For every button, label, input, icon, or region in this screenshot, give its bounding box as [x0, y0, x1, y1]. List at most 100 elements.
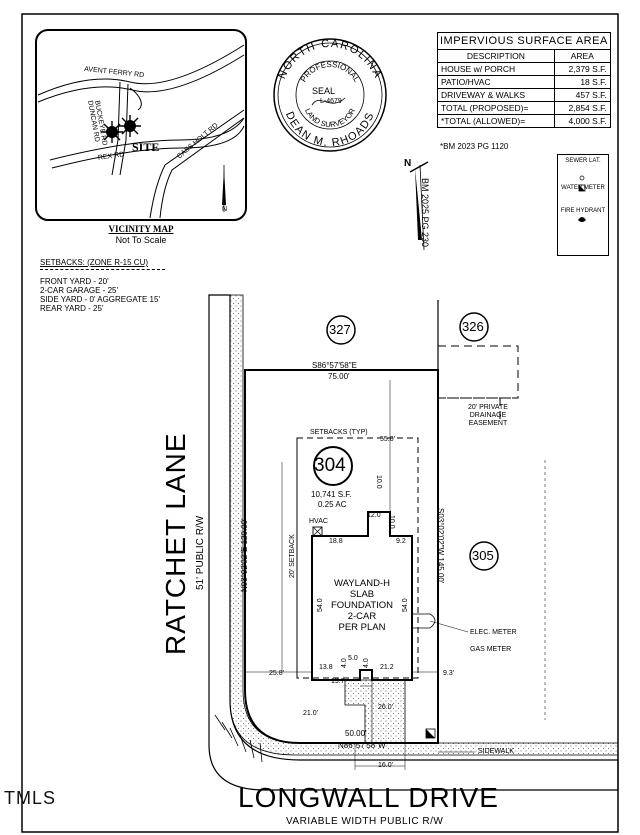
bm-reference: BM 2025 PG 230	[420, 178, 430, 248]
north-label: N	[404, 158, 412, 169]
table-row: DRIVEWAY & WALKS 457 S.F.	[437, 88, 611, 102]
dim-25-8: 25.8'	[269, 670, 284, 677]
sheet-border	[21, 13, 619, 833]
driveway	[344, 679, 406, 744]
table-row: TOTAL (PROPOSED)= 2,854 S.F.	[437, 101, 611, 115]
site-marker-1	[101, 121, 123, 143]
dim-13-8: 13.8	[319, 664, 333, 671]
road-duncan	[119, 83, 129, 176]
dim-10b: 10.0	[388, 515, 395, 529]
lot-304-label: 304	[314, 455, 346, 476]
dim-9-2: 9.2	[396, 538, 406, 545]
table-cell-desc: TOTAL (PROPOSED)=	[437, 101, 555, 115]
table-cell-desc: DRIVEWAY & WALKS	[437, 88, 555, 102]
lot-boundary	[244, 369, 439, 744]
dim-26: 26.0'	[378, 704, 393, 711]
lot-326-label: 326	[462, 319, 484, 334]
setback-front: FRONT YARD - 20'	[40, 277, 109, 286]
dim-10a: 10.0	[375, 475, 382, 489]
street-ratchet-row: 51' PUBLIC R/W	[195, 515, 206, 590]
setback-rear: REAR YARD - 25'	[40, 304, 104, 313]
street-longwall-row: VARIABLE WIDTH PUBLIC R/W	[286, 816, 444, 827]
house-garage: 2-CAR	[347, 611, 377, 622]
gas-meter-label: GAS METER	[470, 646, 512, 653]
dim-54b: 54.0	[402, 598, 409, 612]
table-cell-area: 2,854 S.F.	[553, 101, 611, 115]
table-row: HOUSE w/ PORCH 2,379 S.F.	[437, 62, 611, 76]
table-row: PATIO/HVAC 18 S.F.	[437, 75, 611, 89]
north-arrow	[415, 168, 422, 240]
table-cell-area: 4,000 S.F.	[553, 114, 611, 128]
dim-19-7: 19.7	[331, 678, 345, 685]
legend-water-meter: WATER METER	[561, 185, 605, 191]
setbacks-typ-label: SETBACKS (TYP)	[310, 429, 368, 436]
curb-hatch	[214, 714, 263, 763]
dim-54a: 54.0	[317, 598, 324, 612]
house-slab: SLAB	[349, 589, 375, 600]
dim-4b: 4.0	[363, 658, 370, 668]
setback-garage: 2-CAR GARAGE - 25'	[40, 286, 118, 295]
seal-license: L-4679	[320, 98, 342, 105]
table-cell-desc: PATIO/HVAC	[437, 75, 555, 89]
meter-bump	[412, 613, 436, 629]
vicinity-map-frame	[35, 29, 247, 221]
dim-5: 5.0	[348, 655, 358, 662]
vicinity-north-label: N	[222, 206, 228, 213]
lot-326-circle	[459, 312, 489, 342]
sidewalk-area	[229, 294, 619, 756]
sidewalk-label: SIDEWALK	[478, 748, 514, 755]
table-header-description: DESCRIPTION	[437, 49, 555, 63]
lot-305-circle	[469, 541, 499, 571]
dim-55: 55.0'	[380, 436, 395, 443]
impervious-table-title: IMPERVIOUS SURFACE AREA	[437, 32, 611, 50]
dim-16: 16.0'	[378, 762, 393, 769]
seal-center: SEAL	[312, 86, 336, 96]
impervious-surface-table: IMPERVIOUS SURFACE AREA DESCRIPTION AREA…	[437, 32, 611, 128]
house-model: WAYLAND-H	[334, 578, 390, 589]
bearing-west: N03°02'02"E 120.00'	[240, 518, 249, 592]
setbacks-divider	[40, 269, 165, 270]
vicinity-map-subtitle: Not To Scale	[115, 235, 167, 245]
setbacks-title: SETBACKS: (ZONE R-15 CU)	[40, 258, 149, 267]
watermark: TMLS	[4, 788, 57, 808]
house-foundation: FOUNDATION	[330, 600, 394, 611]
house-per-plan: PER PLAN	[338, 622, 386, 633]
table-header-area: AREA	[553, 49, 611, 63]
elec-meter-label: ELEC. METER	[470, 629, 517, 636]
site-marker-2	[119, 115, 141, 137]
hvac-label: HVAC	[309, 518, 328, 525]
drainage-easement-label: 20' PRIVATE DRAINAGE EASEMENT	[468, 404, 508, 427]
lot-327-label: 327	[329, 322, 351, 337]
dim-12: 12.0	[367, 512, 381, 519]
sewer-symbol	[579, 175, 585, 181]
dim-21: 21.0'	[303, 710, 318, 717]
seal-outer	[273, 38, 387, 152]
bearing-south-distance: 50.00'	[345, 729, 367, 738]
bearing-south: N86°57'58"W	[338, 741, 386, 750]
road-buckeye	[111, 81, 121, 176]
seal-inner	[295, 60, 365, 130]
legend-fire-hydrant: FIRE HYDRANT	[560, 208, 606, 214]
lot-304-circle	[313, 446, 353, 486]
table-footnote: *BM 2023 PG 1120	[440, 142, 509, 151]
legend-sewer: SEWER LAT.	[565, 158, 601, 164]
road-rex-1	[49, 117, 245, 161]
table-cell-desc: *TOTAL (ALLOWED)=	[437, 114, 555, 128]
bearing-north-distance: 75.00'	[328, 372, 350, 381]
setback-20-label: 20' SETBACK	[289, 534, 296, 578]
lot-305-label: 305	[472, 548, 494, 563]
street-longwall-drive: LONGWALL DRIVE	[238, 782, 499, 813]
utility-legend: SEWER LAT. WATER METER FIRE HYDRANT	[557, 154, 609, 256]
table-cell-area: 18 S.F.	[553, 75, 611, 89]
road-rex-2	[51, 125, 245, 169]
dim-21-2: 21.2	[380, 664, 394, 671]
bearing-east: S03°02'02"W 145.00'	[436, 508, 445, 584]
dimension-lines	[245, 380, 438, 770]
setback-side: SIDE YARD - 0' AGGREGATE 15'	[40, 295, 160, 304]
house-description: WAYLAND-H SLAB FOUNDATION 2-CAR PER PLAN	[322, 578, 402, 633]
table-cell-area: 2,379 S.F.	[553, 62, 611, 76]
lot-area-ac: 0.25 AC	[318, 500, 347, 509]
dim-9-3: 9.3'	[443, 670, 455, 677]
table-cell-area: 457 S.F.	[553, 88, 611, 102]
